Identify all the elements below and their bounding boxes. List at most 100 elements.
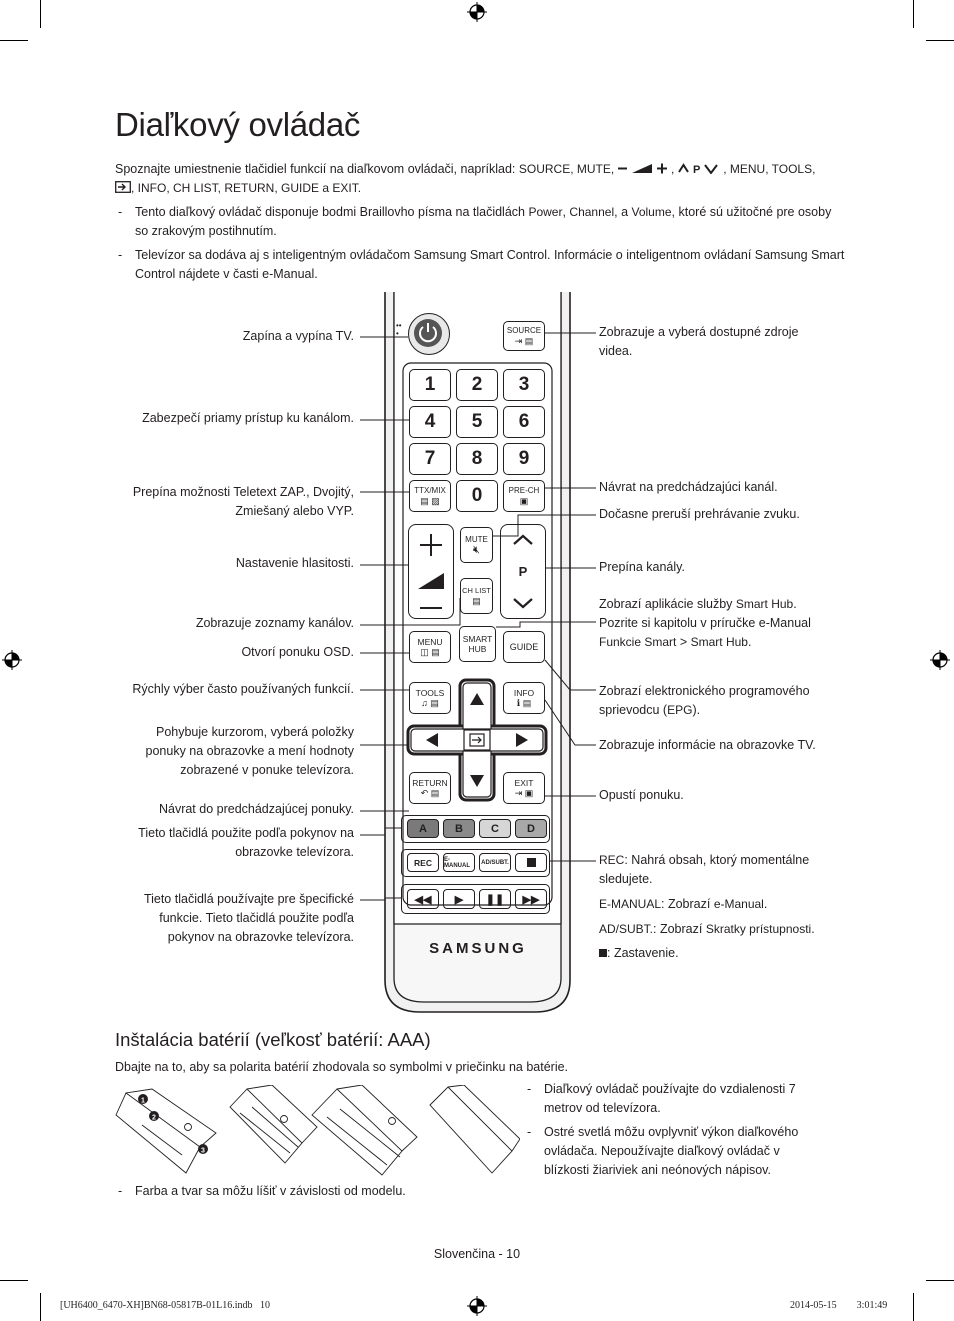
color-key-a[interactable]: A	[407, 819, 439, 838]
svg-text:1: 1	[141, 1098, 145, 1105]
label-tools: Rýchly výber často používaných funkcií.	[132, 682, 354, 696]
pre-ch-button[interactable]: PRE-CH▣	[503, 480, 545, 512]
playback-keys-frame	[401, 884, 550, 914]
crop-mark	[40, 0, 41, 28]
page-title: Diaľkový ovládač	[115, 106, 361, 143]
channel-down-icon	[513, 598, 533, 609]
svg-text:P: P	[693, 164, 700, 174]
color-key-c[interactable]: C	[479, 819, 511, 838]
battery-bullet-distance: - Diaľkový ovládač používajte do vzdiale…	[527, 1082, 796, 1115]
tools-button[interactable]: TOOLS♫ ▤	[409, 682, 451, 714]
channel-rocker[interactable]: P	[500, 524, 546, 619]
source-icon	[115, 181, 131, 193]
label-power: Zapína a vypína TV.	[242, 329, 354, 343]
navigation-pad[interactable]	[404, 676, 550, 804]
ch-list-button[interactable]: CH LIST▤	[460, 578, 493, 614]
intro-keys-3: , INFO, CH LIST, RETURN, GUIDE a EXIT.	[131, 181, 362, 195]
play-button[interactable]: ▶	[443, 889, 475, 909]
stop-button[interactable]	[515, 853, 547, 872]
intro-text: Spoznajte umiestnenie tlačidiel funkcií …	[115, 162, 519, 176]
volume-level-icon	[418, 572, 444, 589]
registration-mark-icon	[467, 1296, 487, 1316]
color-key-d[interactable]: D	[515, 819, 547, 838]
crop-mark	[40, 1293, 41, 1321]
bullet-braille: - Tento diaľkový ovládač disponuje bodmi…	[118, 205, 832, 238]
function-keys-frame	[401, 849, 550, 877]
braille-dots: •••	[396, 321, 402, 338]
label-smart-hub: Zobrazí aplikácie služby Smart Hub. Pozr…	[599, 597, 811, 649]
volume-down-icon	[420, 606, 442, 609]
crop-mark	[0, 40, 28, 41]
list-icon: ▤	[472, 596, 481, 606]
power-button[interactable]	[408, 313, 450, 355]
label-ad-subt: AD/SUBT.: Zobrazí Skratky prístupnosti.	[599, 922, 815, 936]
menu-icon: ◫ ▤	[420, 647, 440, 657]
label-guide: Zobrazí elektronického programového spri…	[599, 684, 810, 717]
svg-text:3: 3	[201, 1148, 205, 1155]
registration-mark-icon	[930, 650, 950, 670]
source-button[interactable]: SOURCE ⇥ ▤	[503, 321, 545, 351]
info-icon: ℹ ▤	[516, 698, 532, 708]
battery-illustration: 1 2 3	[115, 1085, 520, 1176]
rewind-button[interactable]: ◀◀	[407, 889, 439, 909]
label-exit: Opustí ponuku.	[599, 788, 684, 802]
label-menu: Otvorí ponuku OSD.	[241, 645, 354, 659]
footer-file: [UH6400_6470-XH]BN68-05817B-01L16.indb 1…	[60, 1300, 270, 1311]
ad-subt-button[interactable]: AD/SUBT.	[479, 853, 511, 872]
menu-button[interactable]: MENU◫ ▤	[409, 631, 451, 663]
teletext-icon: ▤ ▨	[420, 496, 440, 506]
pause-button[interactable]: ❚❚	[479, 889, 511, 909]
digit-0-button[interactable]: 0	[456, 480, 498, 512]
digit-1-button[interactable]: 1	[409, 369, 451, 401]
crop-mark	[913, 1293, 914, 1321]
channel-up-icon	[513, 534, 533, 545]
label-e-manual: E-MANUAL: Zobrazí e-Manual.	[599, 897, 768, 911]
volume-up-icon	[420, 533, 442, 556]
label-pre-ch: Návrat na predchádzajúci kanál.	[599, 480, 778, 494]
fast-forward-button[interactable]: ▶▶	[515, 889, 547, 909]
label-volume: Nastavenie hlasitosti.	[235, 556, 354, 570]
digit-8-button[interactable]: 8	[456, 443, 498, 475]
registration-mark-icon	[467, 2, 487, 22]
crop-mark	[913, 0, 914, 28]
mute-button[interactable]: MUTE🔇︎	[460, 527, 493, 563]
stop-icon	[526, 858, 536, 867]
label-source: Zobrazuje a vyberá dostupné zdroje videa…	[599, 325, 799, 358]
return-button[interactable]: RETURN↶ ▤	[409, 772, 451, 804]
label-channel: Prepína kanály.	[599, 560, 685, 574]
volume-rocker[interactable]	[408, 524, 454, 619]
intro-keys-1: SOURCE, MUTE,	[518, 162, 618, 176]
label-color-keys: Tieto tlačidlá použite podľa pokynov na …	[138, 826, 354, 859]
battery-bullet-lights: - Ostré svetlá môžu ovplyvniť výkon diaľ…	[527, 1125, 799, 1177]
registration-mark-icon	[2, 650, 22, 670]
digit-9-button[interactable]: 9	[503, 443, 545, 475]
label-digits: Zabezpečí priamy prístup ku kanálom.	[142, 411, 354, 425]
digit-4-button[interactable]: 4	[409, 406, 451, 438]
fast-forward-icon: ▶▶	[522, 893, 540, 906]
label-rec: REC: Nahrá obsah, ktorý momentálne sledu…	[599, 853, 810, 886]
digit-6-button[interactable]: 6	[503, 406, 545, 438]
digit-3-button[interactable]: 3	[503, 369, 545, 401]
ttx-mix-button[interactable]: TTX/MIX▤ ▨	[409, 480, 451, 512]
rec-button[interactable]: REC	[407, 853, 439, 872]
svg-text:2: 2	[152, 1115, 156, 1122]
exit-button[interactable]: EXIT⇥ ▣	[503, 772, 545, 804]
rewind-icon: ◀◀	[414, 893, 432, 906]
label-info: Zobrazuje informácie na obrazovke TV.	[599, 738, 816, 752]
footer-date: 2014-05-15 3:01:49	[790, 1300, 888, 1311]
prech-icon: ▣	[519, 496, 529, 506]
guide-button[interactable]: GUIDE	[503, 631, 545, 663]
power-icon	[414, 319, 442, 347]
digit-7-button[interactable]: 7	[409, 443, 451, 475]
e-manual-button[interactable]: E-MANUAL	[443, 853, 475, 872]
label-ch-list: Zobrazuje zoznamy kanálov.	[195, 616, 354, 630]
stop-icon	[599, 949, 607, 957]
battery-note: Dbajte na to, aby sa polarita batérií zh…	[115, 1060, 569, 1074]
label-playback: Tieto tlačidlá používajte pre špecifické…	[143, 892, 354, 944]
label-mute: Dočasne preruší prehrávanie zvuku.	[599, 507, 800, 521]
digit-2-button[interactable]: 2	[456, 369, 498, 401]
digit-5-button[interactable]: 5	[456, 406, 498, 438]
color-key-b[interactable]: B	[443, 819, 475, 838]
